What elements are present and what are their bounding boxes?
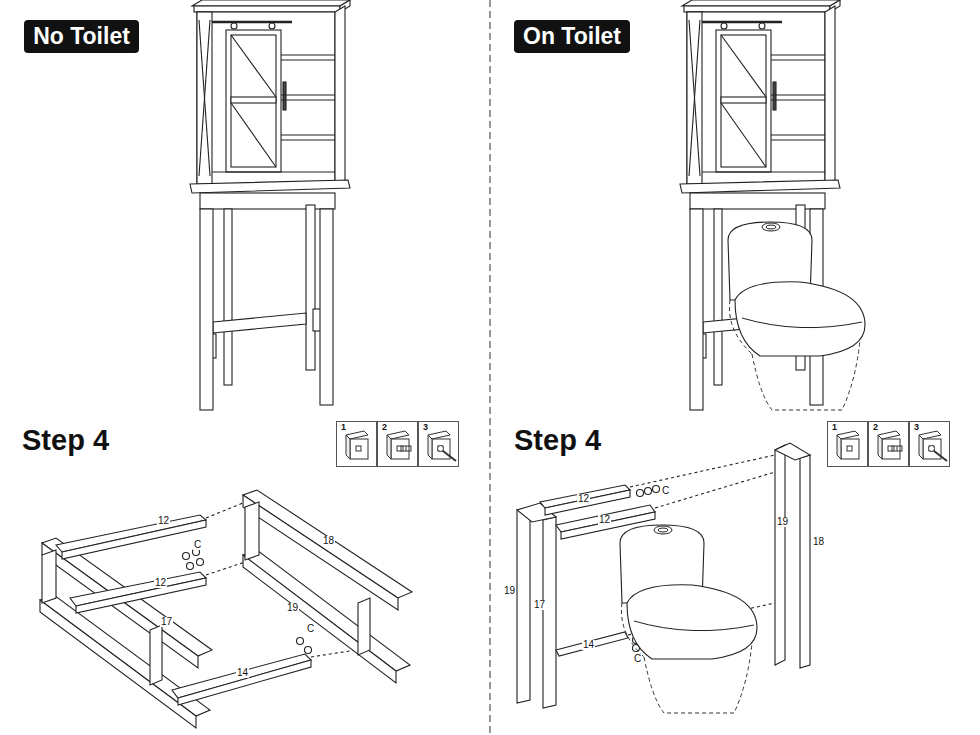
exploded-frame-left <box>56 515 206 552</box>
exploded-frame-left <box>42 550 56 603</box>
step-number: 2 <box>381 423 388 432</box>
exploded-frame-left <box>243 555 396 683</box>
exploded-frame-right <box>545 490 630 515</box>
exploded-frame-left <box>197 559 204 566</box>
exploded-frame-left <box>76 578 206 613</box>
exploded-frame-left <box>40 490 412 728</box>
exploded-frame-right <box>645 488 652 495</box>
inset-panel: 2 <box>377 421 418 467</box>
inset-icons <box>919 431 947 461</box>
exploded-frame-left <box>62 520 206 559</box>
exploded-frame-right <box>556 632 628 656</box>
exploded-frame-left <box>206 503 243 518</box>
part-number: 12 <box>577 494 590 504</box>
inset-icons <box>878 431 902 459</box>
exploded-frame-left <box>311 650 356 657</box>
step-heading: Step 4 <box>22 426 109 455</box>
exploded-frame-left <box>243 550 410 671</box>
part-number: C <box>661 486 670 496</box>
exploded-frame-left <box>305 647 312 654</box>
part-number: 18 <box>812 537 825 547</box>
exploded-frame-left <box>178 660 311 705</box>
exploded-frame-left <box>245 502 259 560</box>
inset-panel: 2 <box>868 421 909 467</box>
exploded-frame-right <box>653 486 660 493</box>
step-heading: Step 4 <box>514 426 601 455</box>
exploded-frame-right <box>800 455 810 668</box>
part-number: 17 <box>160 617 173 627</box>
exploded-frame-left <box>243 495 398 610</box>
exploded-frame-right <box>775 443 810 460</box>
exploded-frame-left <box>358 598 370 655</box>
exploded-frame-right <box>637 490 644 497</box>
divider <box>490 0 491 735</box>
part-number: 12 <box>157 516 170 526</box>
exploded-frame-left <box>187 563 194 570</box>
inset-panel: 1 <box>336 421 377 467</box>
step-number: 3 <box>913 423 920 432</box>
toilet <box>620 525 757 713</box>
inset-icons <box>387 431 411 459</box>
exploded-frame-right <box>775 445 785 665</box>
inset-icons <box>346 431 947 461</box>
exploded-frame-left <box>40 600 196 728</box>
exploded-frame-right <box>543 517 556 708</box>
inset-panel: 3 <box>418 421 459 467</box>
part-number: 12 <box>598 515 611 525</box>
inset-icons <box>428 431 456 461</box>
part-number: 14 <box>582 640 595 650</box>
part-number: 19 <box>776 517 789 527</box>
part-number: 19 <box>503 586 516 596</box>
part-number: 18 <box>322 536 335 546</box>
part-number: C <box>193 540 202 550</box>
toilet <box>728 222 865 410</box>
inset-icons <box>837 431 859 459</box>
exploded-frame-left <box>172 654 311 698</box>
cabinet <box>190 0 350 410</box>
step-number: 1 <box>340 423 347 432</box>
part-number: 12 <box>154 578 167 588</box>
part-number: 19 <box>286 603 299 613</box>
exploded-frame-right <box>630 455 775 487</box>
inset-panel: 3 <box>909 421 950 467</box>
exploded-frame-left <box>297 638 304 645</box>
inset-panel: 1 <box>827 421 868 467</box>
tag-text: No Toilet <box>33 25 130 48</box>
title-tag: No Toilet <box>24 20 139 53</box>
exploded-frame-left <box>150 625 162 685</box>
exploded-frame-right <box>517 507 530 703</box>
step-number: 2 <box>872 423 879 432</box>
tag-text: On Toilet <box>523 25 621 48</box>
part-number: 14 <box>236 668 249 678</box>
inset-icons <box>346 431 368 459</box>
title-tag: On Toilet <box>514 20 630 53</box>
part-number: 17 <box>533 600 546 610</box>
exploded-frame-right <box>655 472 775 508</box>
part-number: C <box>306 624 315 634</box>
step-number: 3 <box>422 423 429 432</box>
exploded-frame-left <box>206 562 245 575</box>
part-number: C <box>633 654 642 664</box>
exploded-frame-left <box>183 553 190 560</box>
step-number: 1 <box>831 423 838 432</box>
